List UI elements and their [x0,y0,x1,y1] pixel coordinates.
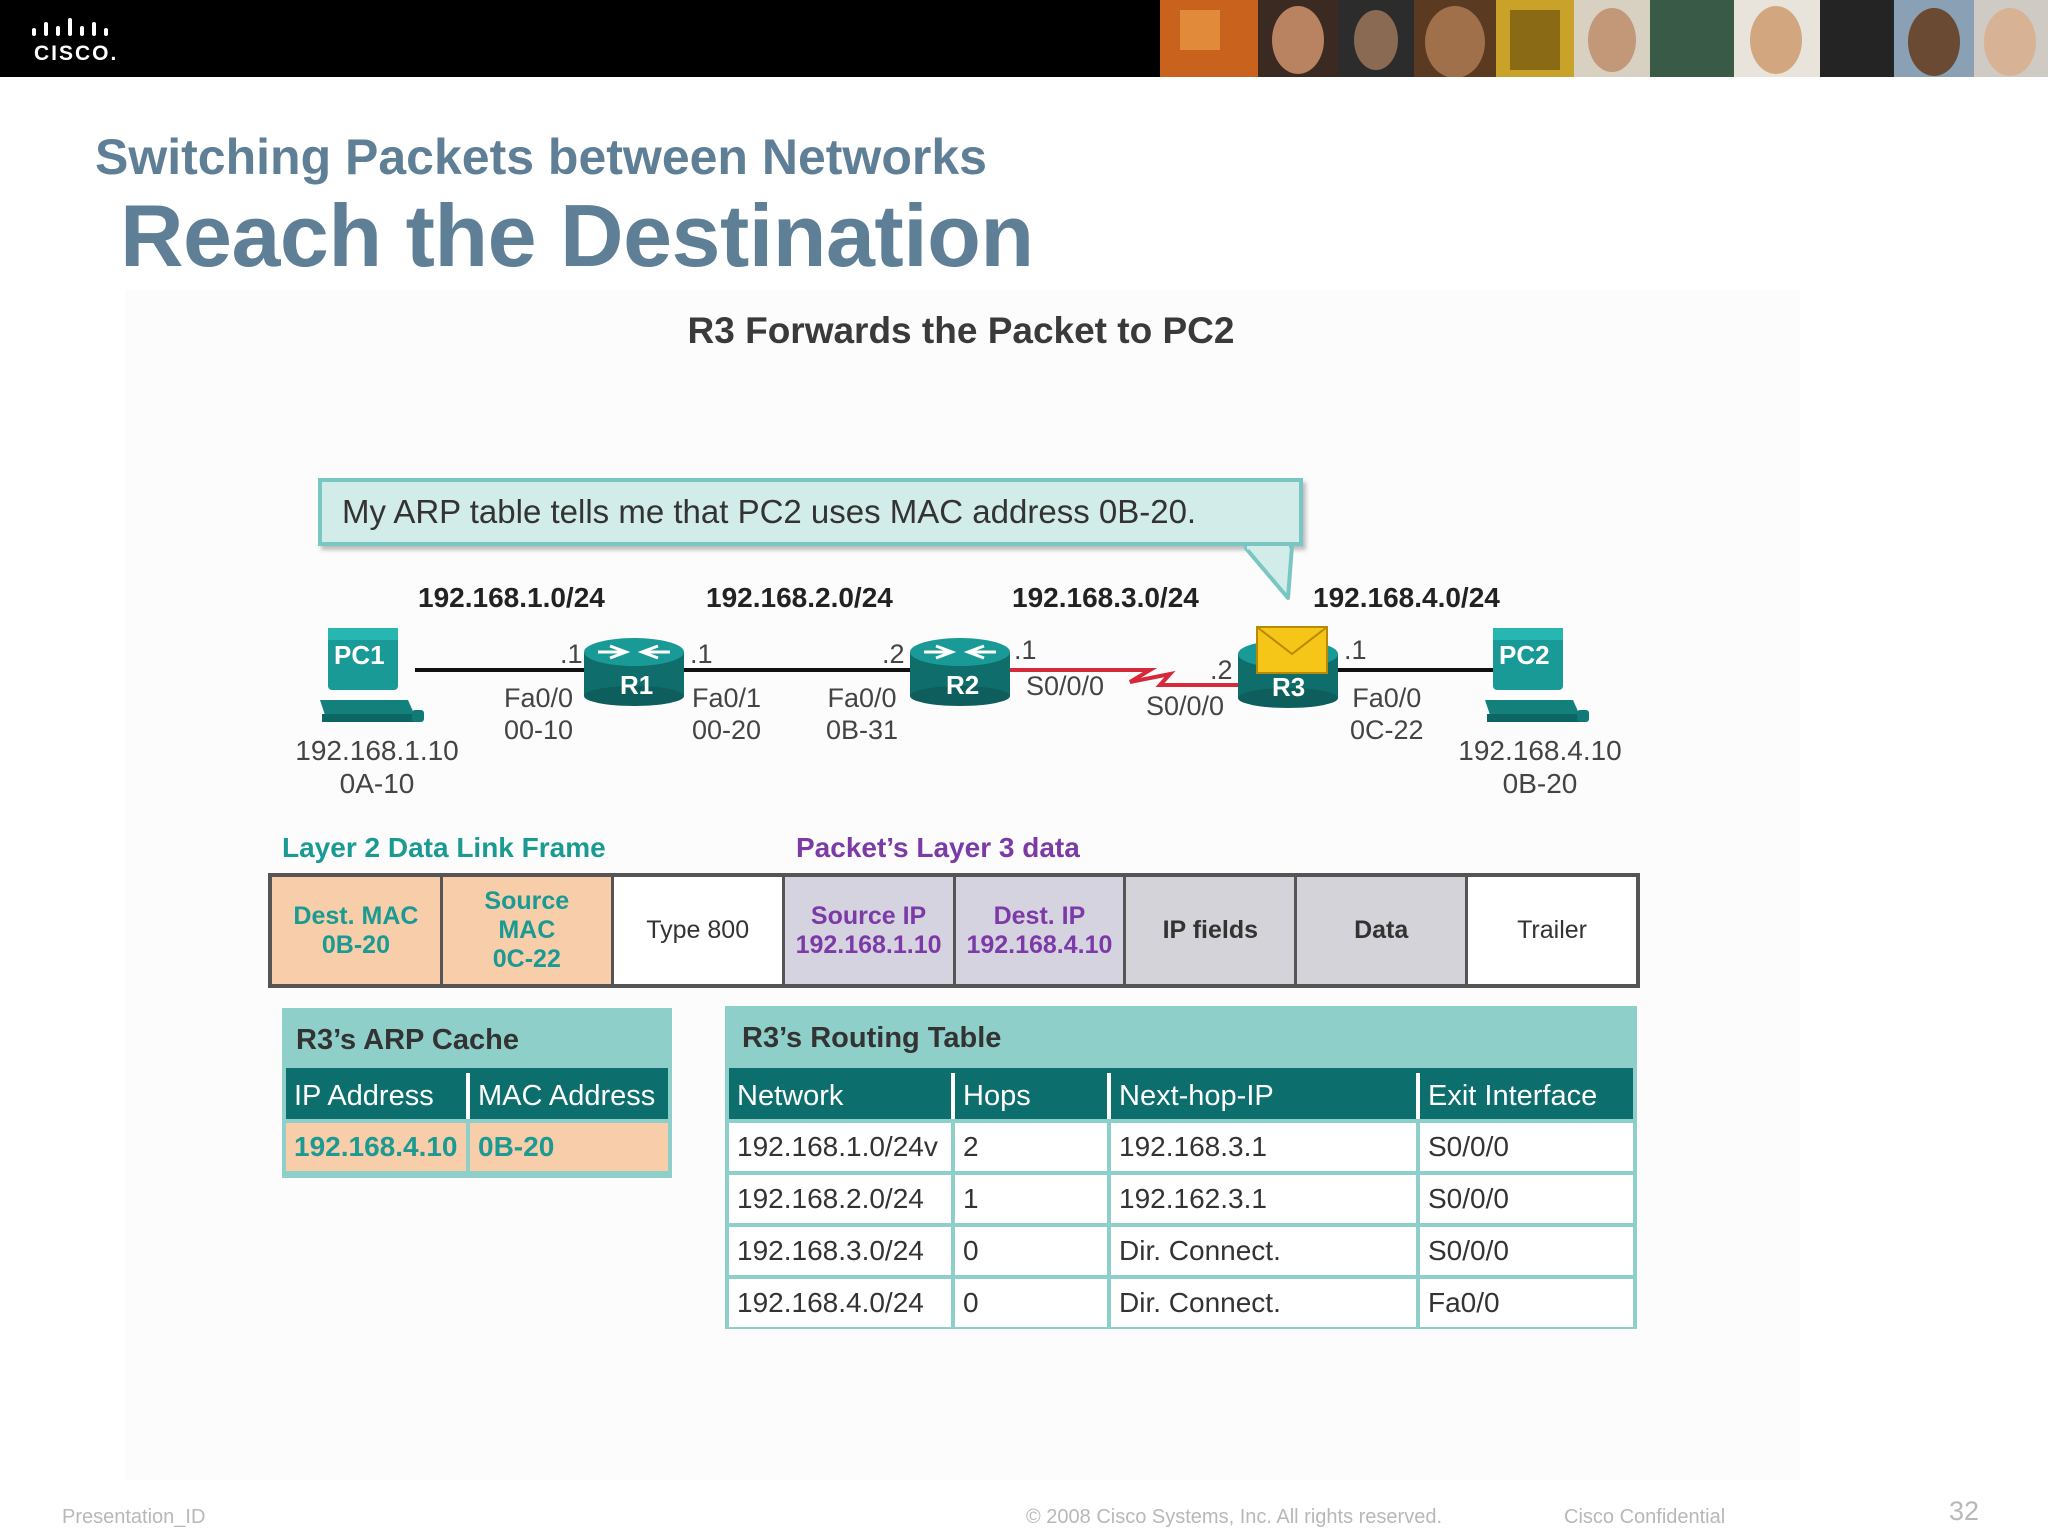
cisco-logo: CISCO. [28,12,148,65]
r1-fa01-port: Fa0/1 00-20 [692,683,762,745]
pc-icon [1485,628,1589,722]
frame-ip-fields: IP fields [1126,877,1295,984]
routing-table: R3’s Routing Table Network Hops Next-hop… [725,1006,1637,1329]
r1-right-octet: .1 [690,639,713,669]
arp-mac-cell: 0B-20 [470,1123,668,1171]
r3-left-octet: .2 [1210,655,1233,685]
figure-title: R3 Forwards the Packet to PC2 [687,310,1235,351]
topology-links [415,668,1505,687]
slide-title: Reach the Destination [120,186,1034,285]
router-icon [910,638,1010,706]
table-row: 192.168.4.0/24 0 Dir. Connect. Fa0/0 [729,1279,1633,1327]
rt-col-network: Network [729,1073,951,1119]
rt-col-exit: Exit Interface [1420,1073,1633,1119]
arp-cache-title: R3’s ARP Cache [296,1024,519,1056]
frame-dest-ip: Dest. IP 192.168.4.10 [955,877,1124,984]
speech-bubble-tail [1244,546,1294,600]
network-label-1: 192.168.1.0/24 [418,582,605,613]
footer-copyright: © 2008 Cisco Systems, Inc. All rights re… [1026,1506,1443,1528]
pc1-label: PC1 [334,640,385,670]
r2-left-octet: .2 [882,639,905,669]
pc1-address: 192.168.1.10 0A-10 [295,735,459,799]
photo-strip-image [1160,0,2048,77]
cisco-wordmark: CISCO. [34,42,119,65]
routing-header-row: Network Hops Next-hop-IP Exit Interface [729,1068,1633,1119]
table-row: 192.168.4.10 0B-20 [286,1123,668,1171]
layer2-caption: Layer 2 Data Link Frame [282,832,606,863]
pc2-device: PC2 [1485,626,1595,726]
speech-bubble-text: My ARP table tells me that PC2 uses MAC … [342,493,1197,530]
table-row: 192.168.2.0/24 1 192.162.3.1 S0/0/0 [729,1175,1633,1223]
router-r3: R3 [1236,626,1340,708]
router-r2: R2 [908,636,1012,706]
r3-label: R3 [1272,672,1306,702]
network-label-4: 192.168.4.0/24 [1313,582,1500,613]
layer3-caption: Packet’s Layer 3 data [796,832,1080,863]
router-icon [584,638,684,706]
frame-trailer: Trailer [1468,877,1636,984]
arp-cache-table: R3’s ARP Cache IP Address MAC Address 19… [282,1008,672,1178]
pc2-label: PC2 [1499,640,1550,670]
frame-type: Type 800 [613,877,782,984]
arp-col-ip: IP Address [286,1073,466,1119]
r3-s000-port: S0/0/0 [1146,691,1225,721]
frame-diagram: Dest. MAC 0B-20 Source MAC 0C-22 Type 80… [268,873,1640,988]
r3-fa00-port: Fa0/0 0C-22 [1350,683,1424,745]
speech-bubble: My ARP table tells me that PC2 uses MAC … [318,478,1303,546]
network-label-3: 192.168.3.0/24 [1012,582,1199,613]
r1-left-octet: .1 [560,639,583,669]
frame-source-mac: Source MAC 0C-22 [442,877,611,984]
table-row: 192.168.3.0/24 0 Dir. Connect. S0/0/0 [729,1227,1633,1275]
page-number: 32 [1949,1496,1980,1526]
network-topology: 192.168.1.0/24 192.168.2.0/24 192.168.3.… [270,570,1670,810]
rt-col-hops: Hops [955,1073,1107,1119]
pc2-address: 192.168.4.10 0B-20 [1458,735,1622,799]
frame-dest-mac: Dest. MAC 0B-20 [272,877,440,984]
envelope-icon [1256,626,1328,674]
frame-data: Data [1297,877,1466,984]
table-row: 192.168.1.0/24v 2 192.168.3.1 S0/0/0 [729,1123,1633,1171]
arp-ip-cell: 192.168.4.10 [286,1123,466,1171]
footer-presentation-id: Presentation_ID [62,1506,206,1528]
routing-table-title: R3’s Routing Table [742,1022,1002,1054]
router-r1: R1 [582,636,686,706]
rt-col-nexthop: Next-hop-IP [1111,1073,1416,1119]
r1-fa00-port: Fa0/0 00-10 [504,683,574,745]
r1-label: R1 [620,670,654,700]
network-label-2: 192.168.2.0/24 [706,582,893,613]
frame-source-ip: Source IP 192.168.1.10 [784,877,953,984]
r3-right-octet: .1 [1344,635,1367,665]
arp-col-mac: MAC Address [470,1073,668,1119]
r2-right-octet: .1 [1014,635,1037,665]
r2-fa00-port: Fa0/0 0B-31 [826,683,899,745]
arp-header-row: IP Address MAC Address [286,1068,668,1119]
r2-label: R2 [946,670,980,700]
pc1-device: PC1 [320,626,430,726]
r2-s000-port: S0/0/0 [1026,671,1105,701]
cisco-bars-icon [32,18,108,36]
footer-confidential: Cisco Confidential [1564,1506,1726,1528]
pc-icon [320,628,424,722]
slide-subtitle: Switching Packets between Networks [95,129,987,185]
top-banner: CISCO. [0,0,2048,77]
